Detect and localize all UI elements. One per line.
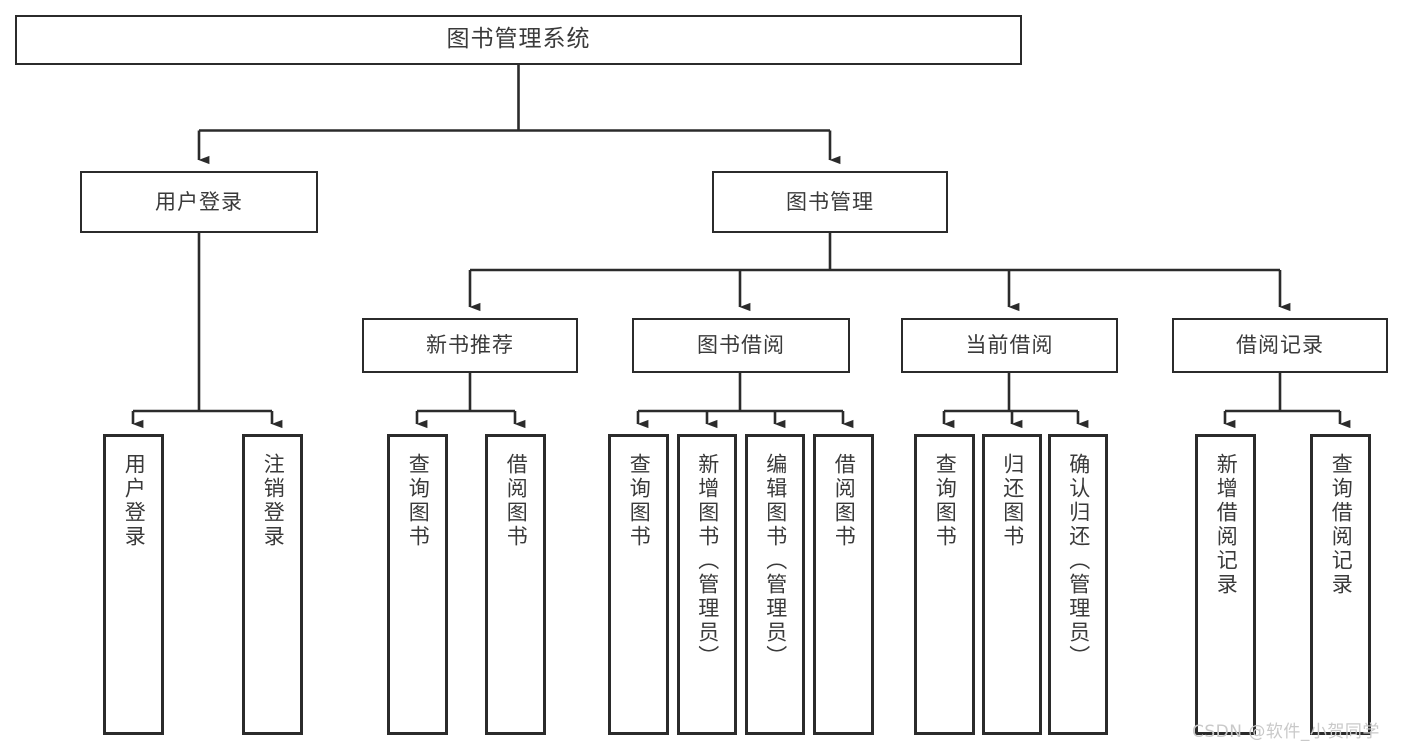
node-label: 借阅图书 [504, 453, 529, 549]
node-label: 借阅图书 [832, 453, 857, 549]
node-leaf-edit-book-admin[interactable]: 编辑图书（管理员） [745, 434, 805, 735]
node-borrow-record[interactable]: 借阅记录 [1172, 318, 1388, 373]
node-leaf-logout-login[interactable]: 注销登录 [242, 434, 303, 735]
node-leaf-add-borrow-record[interactable]: 新增借阅记录 [1195, 434, 1256, 735]
node-label: 查询借阅记录 [1329, 453, 1354, 597]
node-label: 归还图书 [1000, 453, 1025, 549]
node-leaf-query-borrow-record[interactable]: 查询借阅记录 [1310, 434, 1371, 735]
node-leaf-confirm-return-admin[interactable]: 确认归还（管理员） [1048, 434, 1108, 735]
node-leaf-return-book[interactable]: 归还图书 [982, 434, 1042, 735]
node-label: 图书管理 [786, 189, 874, 214]
node-new-book-recommend[interactable]: 新书推荐 [362, 318, 578, 373]
node-label: 查询图书 [933, 453, 958, 549]
node-label: 注销登录 [261, 453, 286, 549]
node-label: 用户登录 [122, 453, 147, 549]
csdn-watermark: CSDN @软件_小贺同学 [1192, 722, 1380, 742]
node-leaf-add-book-admin[interactable]: 新增图书（管理员） [677, 434, 737, 735]
node-leaf-query-book-3[interactable]: 查询图书 [914, 434, 975, 735]
node-book-borrow[interactable]: 图书借阅 [632, 318, 850, 373]
node-user-login[interactable]: 用户登录 [80, 171, 318, 233]
node-book-manage[interactable]: 图书管理 [712, 171, 948, 233]
node-current-borrow[interactable]: 当前借阅 [901, 318, 1118, 373]
node-leaf-query-book-2[interactable]: 查询图书 [608, 434, 669, 735]
node-label: 用户登录 [155, 189, 243, 214]
node-label: 借阅记录 [1236, 333, 1324, 358]
node-leaf-borrow-book-2[interactable]: 借阅图书 [813, 434, 874, 735]
node-label: 新书推荐 [426, 333, 514, 358]
node-label: 图书借阅 [697, 333, 785, 358]
node-label: 新增借阅记录 [1214, 453, 1239, 597]
node-label: 当前借阅 [965, 333, 1054, 358]
node-label: 确认归还（管理员） [1066, 453, 1091, 669]
node-leaf-user-login[interactable]: 用户登录 [103, 434, 164, 735]
node-label: 编辑图书（管理员） [763, 453, 788, 669]
node-label: 查询图书 [627, 453, 652, 549]
node-label: 查询图书 [406, 453, 431, 549]
node-root-book-management-system[interactable]: 图书管理系统 [15, 15, 1022, 65]
node-leaf-borrow-book-1[interactable]: 借阅图书 [485, 434, 546, 735]
node-leaf-query-book-1[interactable]: 查询图书 [387, 434, 448, 735]
node-label: 新增图书（管理员） [695, 453, 720, 669]
node-label: 图书管理系统 [446, 26, 591, 53]
